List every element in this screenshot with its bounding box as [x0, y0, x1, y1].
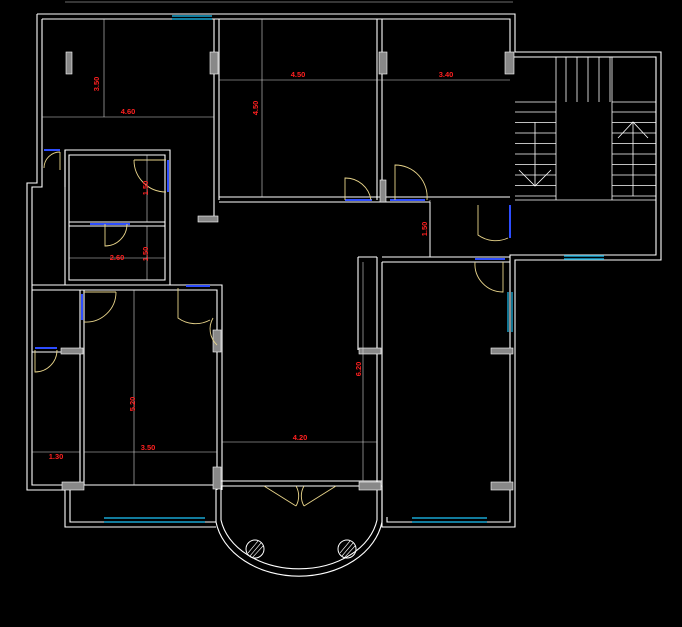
dimension-label: 3.50 — [92, 77, 101, 92]
windows — [35, 15, 604, 523]
dimension-label: 5.20 — [128, 397, 137, 412]
dimension-label: 3.50 — [141, 443, 156, 452]
plant-pot-icon — [337, 539, 357, 559]
dimension-label: 6.20 — [354, 362, 363, 377]
dimension-label: 3.40 — [439, 70, 454, 79]
balcony — [215, 486, 383, 577]
dimension-label: 1.50 — [420, 222, 429, 237]
columns — [60, 51, 515, 491]
dimension-labels: 3.50 4.60 4.50 3.40 4.50 1.50 1.50 2.60 … — [49, 70, 454, 461]
dimension-label: 2.60 — [110, 253, 125, 262]
dimension-label: 4.50 — [251, 101, 260, 116]
dimension-label: 4.50 — [291, 70, 306, 79]
plant-pot-icon — [245, 539, 265, 559]
doors — [34, 151, 509, 507]
dimension-label: 4.60 — [121, 107, 136, 116]
staircase — [515, 57, 656, 201]
dimension-label: 1.30 — [49, 452, 64, 461]
dimension-label: 4.20 — [293, 433, 308, 442]
dimension-lines — [32, 19, 510, 485]
dimension-label: 1.50 — [141, 181, 150, 196]
dimension-label: 1.50 — [141, 247, 150, 262]
